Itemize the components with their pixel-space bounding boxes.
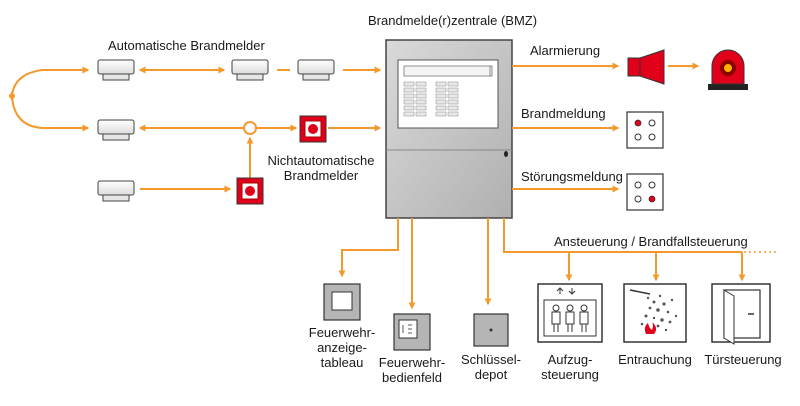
fbf-label-line-2: bedienfeld [382, 370, 442, 385]
wire-loop [11, 69, 43, 129]
fbf-label: Feuerwehr- bedienfeld [372, 355, 452, 385]
door-control-icon [711, 283, 771, 345]
fat-label-line-1: Feuerwehr- [308, 325, 376, 340]
smoke-extraction-label: Entrauchung [618, 352, 692, 367]
bmz-indicator-grid [403, 81, 459, 117]
automatic-detector-1 [97, 59, 135, 81]
fire-report-label: Brandmeldung [521, 106, 606, 121]
warning-beacon-icon [708, 49, 748, 90]
key-depot-icon [473, 313, 509, 347]
elevator-control-label: Aufzug- steuerung [530, 352, 610, 382]
bmz-title: Brandmelde(r)zentrale (BMZ) [368, 13, 538, 28]
fat-label: Feuerwehr- anzeige- tableau [302, 325, 382, 370]
fire-report-unit-icon [626, 111, 664, 149]
fault-report-label: Störungsmeldung [521, 169, 623, 184]
detector-wiring [8, 66, 382, 193]
control-wiring [338, 218, 746, 310]
depot-label-line-2: depot [474, 367, 508, 382]
manual-label-line-1: Nichtautomatische [267, 153, 375, 168]
automatic-detector-3 [297, 59, 335, 81]
key-depot-label: Schlüssel- depot [451, 352, 531, 382]
automatic-detector-5 [97, 180, 135, 202]
manual-call-points-label: Nichtautomatische Brandmelder [258, 153, 384, 183]
smoke-extraction-icon [623, 283, 687, 343]
door-control-label: Türsteuerung [704, 352, 782, 367]
control-label: Ansteuerung / Brandfallsteuerung [554, 234, 748, 249]
lift-label-line-1: Aufzug- [547, 352, 593, 367]
elevator-control-icon [537, 283, 603, 343]
automatic-detector-2 [231, 59, 269, 81]
fat-label-line-2: anzeige- [317, 340, 367, 355]
wire-fat [338, 218, 399, 278]
manual-label-line-2: Brandmelder [283, 168, 359, 183]
siren-icon [627, 49, 665, 85]
manual-call-point-2 [236, 177, 264, 205]
lift-label-line-2: steuerung [541, 367, 599, 382]
output-wiring [512, 62, 700, 193]
junction-node [243, 121, 257, 135]
fire-brigade-indicator-panel-icon [323, 283, 361, 321]
automatic-detectors-label: Automatische Brandmelder [108, 38, 265, 53]
manual-call-point-1 [299, 115, 327, 143]
wire-control-bus [503, 218, 742, 253]
fault-report-unit-icon [626, 173, 664, 211]
alarm-label: Alarmierung [530, 43, 601, 58]
automatic-detector-4 [97, 119, 135, 141]
bmz-panel [385, 39, 513, 219]
depot-label-line-1: Schlüssel- [461, 352, 521, 367]
fbf-label-line-1: Feuerwehr- [378, 355, 446, 370]
fire-brigade-control-panel-icon [393, 313, 431, 351]
fat-label-line-3: tableau [320, 355, 364, 370]
